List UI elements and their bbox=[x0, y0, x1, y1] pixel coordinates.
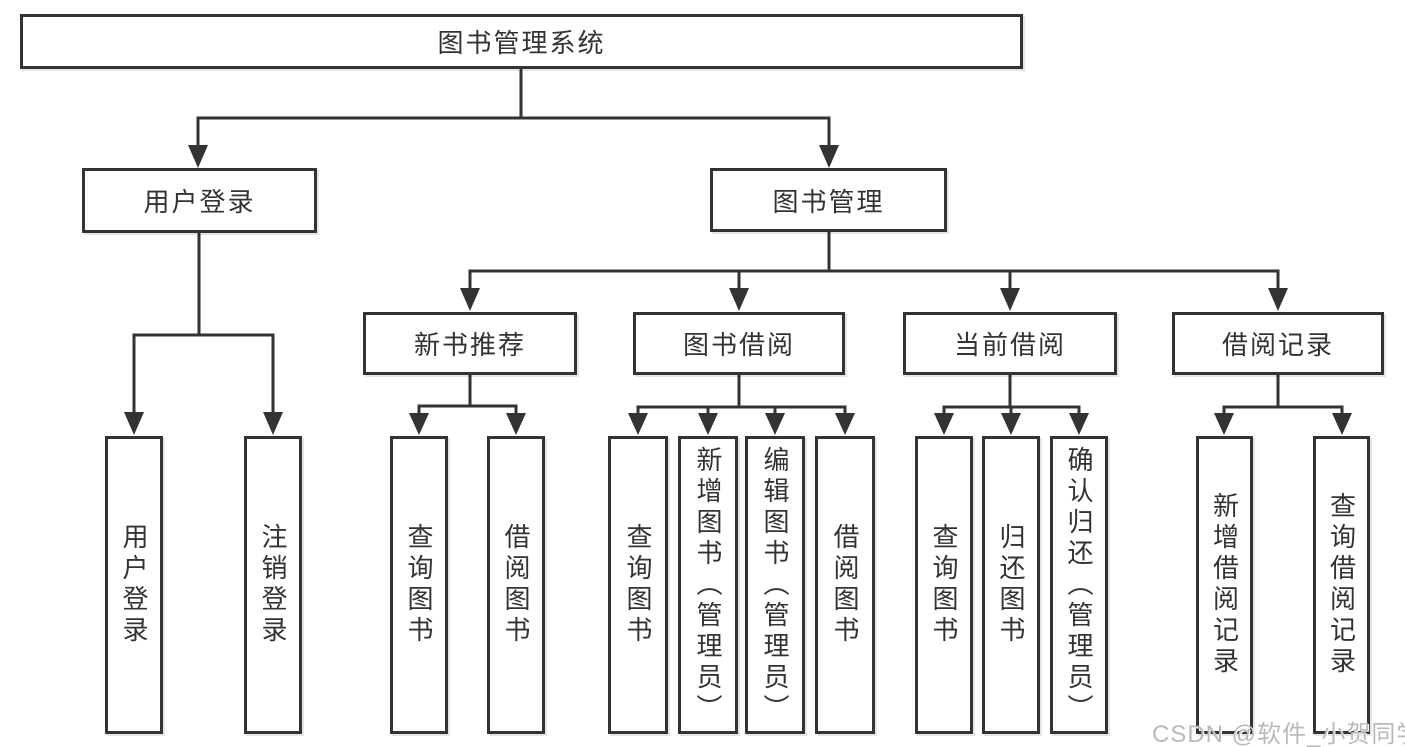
node-borrow-record-label: 借阅记录 bbox=[1221, 330, 1334, 360]
leaf-record-query-label: 查询借阅记录 bbox=[1326, 492, 1357, 678]
node-book-mgmt: 图书管理 bbox=[710, 168, 947, 232]
leaf-current-return: 归还图书 bbox=[982, 436, 1040, 734]
leaf-newbook-borrow: 借阅图书 bbox=[487, 436, 545, 734]
leaf-user-login-label: 用户登录 bbox=[119, 523, 149, 647]
node-book-mgmt-label: 图书管理 bbox=[772, 186, 885, 217]
leaf-current-confirm-admin-label: 确认归还（管理员） bbox=[1064, 445, 1094, 725]
leaf-newbook-borrow-label: 借阅图书 bbox=[501, 523, 531, 647]
leaf-logout: 注销登录 bbox=[244, 436, 302, 734]
node-book-borrow-label: 图书借阅 bbox=[682, 330, 795, 360]
leaf-borrow-query-label: 查询图书 bbox=[623, 523, 653, 647]
leaf-borrow-book-label: 借阅图书 bbox=[830, 523, 860, 647]
node-current-borrow-label: 当前借阅 bbox=[953, 330, 1066, 360]
leaf-borrow-add-admin: 新增图书（管理员） bbox=[678, 436, 738, 734]
leaf-current-query-label: 查询图书 bbox=[929, 523, 959, 647]
leaf-logout-label: 注销登录 bbox=[258, 523, 288, 647]
connector-paths bbox=[132, 67, 1344, 417]
leaf-current-return-label: 归还图书 bbox=[996, 523, 1026, 647]
node-book-borrow: 图书借阅 bbox=[633, 312, 845, 375]
node-new-book-recommend: 新书推荐 bbox=[363, 312, 577, 375]
node-user-login-label: 用户登录 bbox=[143, 187, 256, 217]
leaf-record-add-label: 新增借阅记录 bbox=[1209, 492, 1240, 678]
leaf-record-add: 新增借阅记录 bbox=[1196, 436, 1253, 734]
node-new-book-label: 新书推荐 bbox=[413, 330, 526, 360]
node-root-label: 图书管理系统 bbox=[437, 28, 606, 58]
leaf-current-query: 查询图书 bbox=[915, 436, 973, 734]
watermark: CSDN @软件_小贺同学 bbox=[1152, 721, 1405, 747]
node-user-login: 用户登录 bbox=[82, 168, 317, 233]
node-root: 图书管理系统 bbox=[20, 14, 1023, 69]
leaf-record-query: 查询借阅记录 bbox=[1313, 436, 1370, 734]
node-borrow-record: 借阅记录 bbox=[1172, 312, 1384, 375]
leaf-borrow-query: 查询图书 bbox=[608, 436, 668, 734]
leaf-newbook-query: 查询图书 bbox=[390, 436, 448, 734]
leaf-borrow-book: 借阅图书 bbox=[815, 436, 875, 734]
leaf-current-confirm-admin: 确认归还（管理员） bbox=[1050, 436, 1108, 734]
leaf-user-login: 用户登录 bbox=[105, 436, 163, 734]
node-current-borrow: 当前借阅 bbox=[903, 312, 1117, 375]
leaf-borrow-add-admin-label: 新增图书（管理员） bbox=[693, 445, 723, 725]
leaf-borrow-edit-admin-label: 编辑图书（管理员） bbox=[760, 445, 790, 725]
leaf-newbook-query-label: 查询图书 bbox=[404, 523, 434, 647]
leaf-borrow-edit-admin: 编辑图书（管理员） bbox=[745, 436, 805, 734]
arrowheads bbox=[124, 145, 1352, 435]
